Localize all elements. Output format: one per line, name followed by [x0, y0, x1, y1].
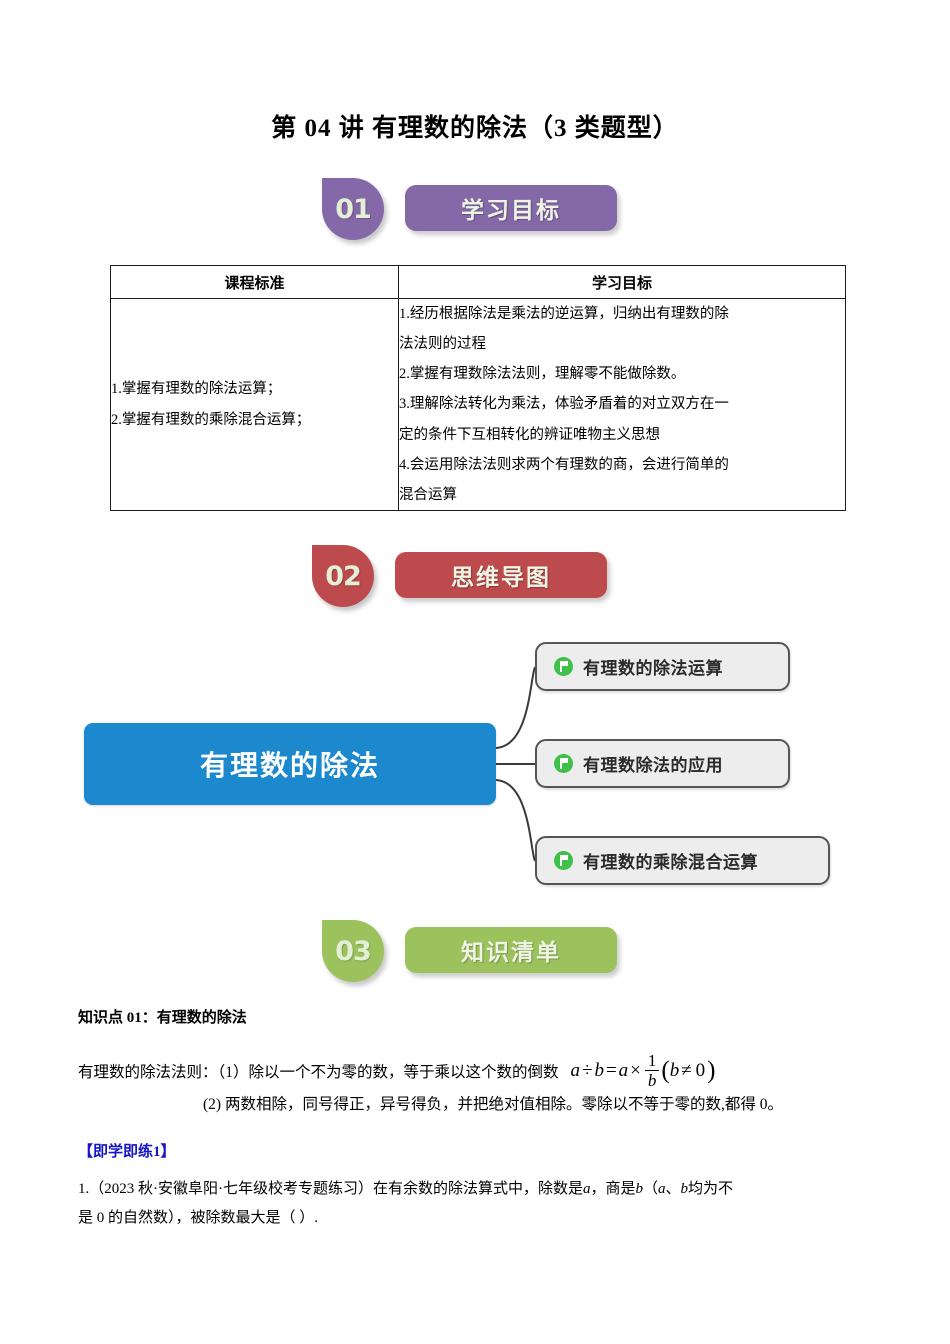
- question-text-e: 均为不: [688, 1181, 734, 1197]
- section-number-03: 03: [335, 935, 372, 967]
- section-number-02: 02: [325, 560, 362, 592]
- formula-denominator: b: [647, 1071, 657, 1091]
- question-line-1: 1.（2023 秋·安徽阜阳·七年级校考专题练习）在有余数的除法算式中，除数是a…: [78, 1177, 733, 1198]
- section-label-02: 思维导图: [451, 565, 551, 591]
- mindmap-root-label: 有理数的除法: [199, 749, 380, 782]
- formula-cond-zero: 0: [695, 1059, 706, 1081]
- mindmap-branch-node: 有理数的除法运算: [535, 642, 790, 691]
- mindmap-branch-label: 有理数除法的应用: [583, 756, 723, 776]
- section-number-circle-01: 01: [322, 178, 384, 240]
- course-standard-item: 2.掌握有理数的乘除混合运算；: [111, 411, 311, 428]
- section-label-01: 学习目标: [461, 198, 561, 224]
- question-variable-a2: a: [658, 1181, 666, 1197]
- formula-a2: a: [618, 1059, 629, 1081]
- division-rule-line-1: 有理数的除法法则：（1）除以一个不为零的数，等于乘以这个数的倒数 a ÷ b =…: [78, 1052, 715, 1089]
- section-badge-02: 02 思维导图: [312, 545, 612, 607]
- formula-b1: b: [594, 1059, 604, 1081]
- learning-objective-line: 2.掌握有理数除法法则，理解零不能做除数。: [399, 366, 686, 383]
- learning-objective-line: 1.经历根据除法是乘法的逆运算，归纳出有理数的除: [399, 306, 729, 322]
- learning-objective-line: 法法则的过程: [399, 336, 486, 353]
- formula-paren-close: ): [707, 1056, 716, 1084]
- section-number-01: 01: [335, 193, 372, 225]
- mindmap-root-node: 有理数的除法: [84, 723, 496, 805]
- learning-objective-line: 混合运算: [399, 486, 457, 503]
- flag-icon: [554, 754, 573, 773]
- knowledge-point-heading: 知识点 01：有理数的除法: [78, 1010, 247, 1026]
- question-variable-b2: b: [680, 1181, 689, 1197]
- table-header-learning-objectives: 学习目标: [398, 265, 846, 299]
- section-badge-01: 01 学习目标: [322, 178, 622, 240]
- practice-section-title: 【即学即练1】: [78, 1144, 176, 1160]
- mindmap-branch-label: 有理数的除法运算: [583, 659, 723, 679]
- learning-objective-line: 3.理解除法转化为乘法，体验矛盾着的对立双方在一: [399, 396, 729, 413]
- mindmap-branch-node: 有理数的乘除混合运算: [535, 836, 830, 885]
- mindmap-branch-node: 有理数除法的应用: [535, 739, 790, 788]
- course-standard-item: 1.掌握有理数的除法运算；: [111, 381, 282, 398]
- page-title: 第 04 讲 有理数的除法（3 类题型）: [271, 115, 679, 142]
- learning-objectives-cell: 1.经历根据除法是乘法的逆运算，归纳出有理数的除 法法则的过程 2.掌握有理数除…: [398, 297, 846, 512]
- table-header-row: 课程标准 学习目标: [110, 265, 846, 299]
- section-number-circle-02: 02: [312, 545, 374, 607]
- question-variable-b: b: [635, 1181, 644, 1197]
- formula-cond-b: b: [669, 1059, 680, 1081]
- division-rule-text: 有理数的除法法则：（1）除以一个不为零的数，等于乘以这个数的倒数: [78, 1063, 559, 1081]
- question-text-c: （: [643, 1181, 659, 1197]
- section-label-03: 知识清单: [461, 940, 561, 966]
- objectives-table: 课程标准 学习目标 1.掌握有理数的除法运算； 2.掌握有理数的乘除混合运算； …: [110, 265, 846, 512]
- section-pill-03: 知识清单: [405, 927, 617, 973]
- formula-equals-sign: =: [605, 1059, 617, 1081]
- mindmap-connectors: [495, 666, 536, 862]
- table-header-course-standard: 课程标准: [110, 265, 399, 299]
- question-text-b: ，商是: [590, 1181, 636, 1197]
- learning-objective-line: 定的条件下互相转化的辨证唯物主义思想: [399, 426, 660, 443]
- question-text-a: 1.（2023 秋·安徽阜阳·七年级校考专题练习）在有余数的除法算式中，除数是: [78, 1181, 583, 1197]
- table-row: 1.掌握有理数的除法运算； 2.掌握有理数的乘除混合运算； 1.经历根据除法是乘…: [110, 297, 846, 512]
- section-pill-01: 学习目标: [405, 185, 617, 231]
- formula-numerator: 1: [647, 1051, 657, 1070]
- formula-divide-sign: ÷: [582, 1059, 593, 1081]
- section-number-circle-03: 03: [322, 920, 384, 982]
- formula-a1: a: [570, 1059, 581, 1081]
- question-text-d: 、: [665, 1181, 681, 1197]
- mindmap-branch-label: 有理数的乘除混合运算: [583, 853, 758, 873]
- flag-icon: [554, 657, 573, 676]
- division-rule-line-2: (2) 两数相除，同号得正，异号得负，并把绝对值相除。零除以不等于零的数,都得 …: [203, 1096, 783, 1113]
- question-line-2: 是 0 的自然数），被除数最大是（ ）.: [78, 1210, 319, 1226]
- formula-not-equal-sign: ≠: [681, 1059, 692, 1081]
- formula-paren-open: (: [661, 1056, 670, 1084]
- formula-times-sign: ×: [630, 1059, 641, 1081]
- section-badge-03: 03 知识清单: [322, 920, 622, 982]
- course-standard-cell: 1.掌握有理数的除法运算； 2.掌握有理数的乘除混合运算；: [110, 297, 399, 512]
- mindmap-diagram: 有理数的除法 有理数的除法运算 有理数除法的应用 有理数的乘除混合运算: [75, 628, 875, 908]
- division-formula: a ÷ b = a × 1 b ( b ≠ 0 ): [571, 1052, 716, 1089]
- fraction-bar: [644, 1070, 660, 1072]
- flag-icon: [554, 851, 573, 870]
- question-variable-a: a: [583, 1181, 591, 1197]
- formula-fraction: 1 b: [644, 1051, 660, 1091]
- learning-objective-line: 4.会运用除法法则求两个有理数的商，会进行简单的: [399, 456, 729, 473]
- section-pill-02: 思维导图: [395, 552, 607, 598]
